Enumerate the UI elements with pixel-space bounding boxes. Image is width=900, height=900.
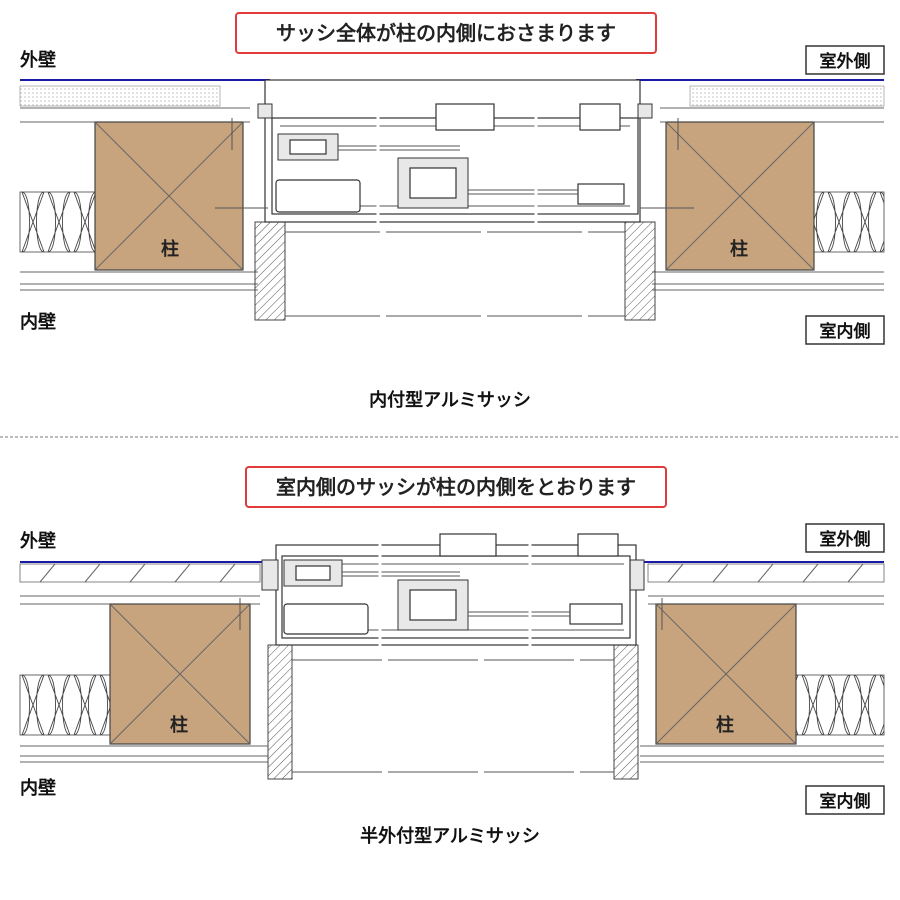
top-diagram: サッシ全体が柱の内側におさまります 外壁 内壁 室外側 室内側 柱 — [19, 12, 885, 345]
bottom-insulation-right — [795, 674, 885, 736]
bottom-callout-text: 室内側のサッシが柱の内側をとおります — [276, 475, 636, 499]
top-jamb-left — [254, 221, 286, 321]
bottom-post-left-label: 柱 — [170, 714, 188, 736]
top-outdoor-side-text: 室外側 — [820, 51, 871, 72]
bottom-post-right: 柱 — [655, 603, 797, 745]
bottom-post-right-label: 柱 — [716, 714, 734, 736]
top-callout-text: サッシ全体が柱の内側におさまります — [276, 21, 616, 45]
bottom-caption: 半外付型アルミサッシ — [360, 825, 540, 847]
bottom-sash-frame — [239, 533, 663, 650]
top-post-right-label: 柱 — [730, 238, 748, 260]
top-exterior-finish-right — [689, 85, 885, 107]
top-sash-frame — [215, 79, 694, 230]
top-indoor-side-text: 室内側 — [820, 321, 871, 342]
top-callout: サッシ全体が柱の内側におさまります — [235, 12, 657, 54]
top-post-right: 柱 — [665, 121, 815, 271]
bottom-interior-wall-label: 内壁 — [20, 777, 56, 799]
bottom-indoor-side-tag: 室内側 — [805, 785, 885, 815]
bottom-exterior-wall-label: 外壁 — [20, 530, 56, 552]
bottom-jamb-left — [267, 644, 293, 780]
top-indoor-side-tag: 室内側 — [805, 315, 885, 345]
bottom-exterior-siding-right — [647, 563, 885, 583]
bottom-post-left: 柱 — [109, 603, 251, 745]
bottom-indoor-side-text: 室内側 — [820, 791, 871, 812]
bottom-callout: 室内側のサッシが柱の内側をとおります — [245, 466, 667, 508]
bottom-diagram: 室内側のサッシが柱の内側をとおります 外壁 内壁 室外側 室内側 — [19, 466, 885, 815]
top-jamb-right — [624, 221, 656, 321]
top-post-left: 柱 — [94, 121, 244, 271]
bottom-outdoor-side-tag: 室外側 — [805, 523, 885, 553]
top-outdoor-side-tag: 室外側 — [805, 45, 885, 75]
bottom-outdoor-side-text: 室外側 — [820, 529, 871, 550]
top-interior-wall-label: 内壁 — [20, 311, 56, 333]
top-exterior-wall-label: 外壁 — [20, 49, 56, 71]
top-insulation-left — [19, 191, 96, 253]
top-insulation-right — [813, 191, 885, 253]
bottom-jamb-right — [613, 644, 639, 780]
bottom-insulation-left — [19, 674, 111, 736]
top-exterior-finish-left — [19, 85, 221, 107]
top-caption: 内付型アルミサッシ — [369, 389, 531, 411]
top-post-left-label: 柱 — [161, 238, 179, 260]
bottom-exterior-siding-left — [19, 563, 261, 583]
